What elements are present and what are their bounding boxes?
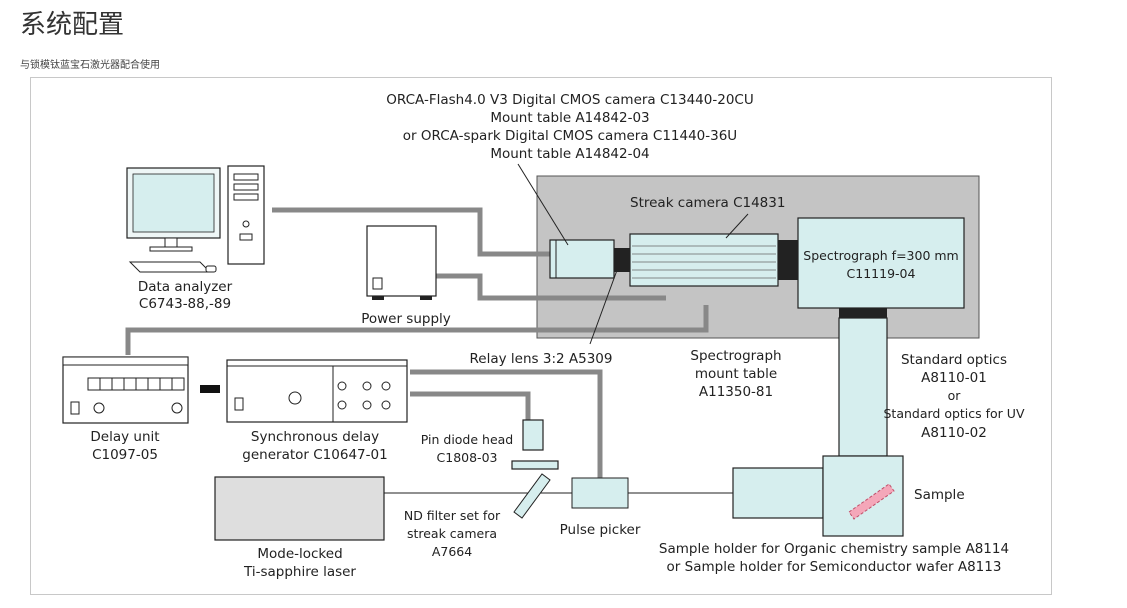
cables <box>125 207 733 494</box>
standard-optics <box>838 317 888 457</box>
sample-holder-label-1: Sample holder for Organic chemistry samp… <box>659 541 1009 557</box>
standard-optics-uv-model: A8110-02 <box>921 425 987 441</box>
pin-diode-head <box>522 419 544 451</box>
pin-diode-model: C1808-03 <box>437 450 498 465</box>
sample-holder-label-2: or Sample holder for Semiconductor wafer… <box>667 559 1002 575</box>
streak-camera-label: Streak camera C14831 <box>630 195 785 211</box>
delay-unit <box>62 356 189 424</box>
page-subtitle: 与锁模钛蓝宝石激光器配合使用 <box>20 60 160 71</box>
synchronous-delay-generator <box>226 359 408 423</box>
camera-label-line-2: Mount table A14842-03 <box>490 110 649 126</box>
data-analyzer-label: Data analyzer <box>138 279 233 295</box>
spectrograph-model: C11119-04 <box>847 266 916 281</box>
standard-optics-label: Standard optics <box>901 352 1007 368</box>
mount-table-label-3: A11350-81 <box>699 384 773 400</box>
laser-label-1: Mode-locked <box>257 546 342 562</box>
camera-label-line-1: ORCA-Flash4.0 V3 Digital CMOS camera C13… <box>386 92 753 108</box>
sample-label: Sample <box>914 487 965 503</box>
sample-holder <box>822 455 904 537</box>
spectrograph-label: Spectrograph f=300 mm <box>803 248 958 263</box>
data-analyzer <box>126 165 265 273</box>
pulse-picker <box>571 477 629 509</box>
page-title: 系统配置 <box>20 10 125 40</box>
relay-lens <box>614 248 630 272</box>
cmos-camera <box>549 239 615 279</box>
mount-table-label-1: Spectrograph <box>690 348 781 364</box>
sync-delay-model: generator C10647-01 <box>242 447 387 463</box>
diagram-frame <box>30 77 1052 595</box>
streak-camera <box>629 233 798 287</box>
delay-unit-label: Delay unit <box>90 429 159 445</box>
laser-label-2: Ti-sapphire laser <box>243 564 356 580</box>
nd-filter-label-1: ND filter set for <box>404 508 501 523</box>
nd-filter-label-3: A7664 <box>432 544 472 559</box>
power-supply <box>366 225 437 300</box>
camera-label-line-4: Mount table A14842-04 <box>490 146 649 162</box>
pulse-picker-label: Pulse picker <box>560 522 641 538</box>
delay-unit-model: C1097-05 <box>92 447 158 463</box>
sample-holder-arm <box>732 467 824 519</box>
spectrograph <box>797 217 965 309</box>
pin-diode-label: Pin diode head <box>421 432 514 447</box>
standard-optics-or: or <box>948 388 962 403</box>
camera-label-line-3: or ORCA-spark Digital CMOS camera C11440… <box>403 128 737 144</box>
power-supply-label: Power supply <box>361 311 451 327</box>
nd-filter <box>513 473 551 519</box>
standard-optics-uv-label: Standard optics for UV <box>883 406 1024 421</box>
mount-table-label-2: mount table <box>695 366 777 382</box>
ti-sapphire-laser <box>214 476 385 541</box>
standard-optics-model: A8110-01 <box>921 370 987 386</box>
pc-tower-icon <box>227 165 265 265</box>
data-analyzer-model: C6743-88,-89 <box>139 296 231 312</box>
sync-delay-label: Synchronous delay <box>251 429 379 445</box>
sample <box>848 483 895 520</box>
keyboard-icon <box>128 261 212 273</box>
nd-filter-label-2: streak camera <box>407 526 497 541</box>
relay-lens-label: Relay lens 3:2 A5309 <box>470 351 613 367</box>
